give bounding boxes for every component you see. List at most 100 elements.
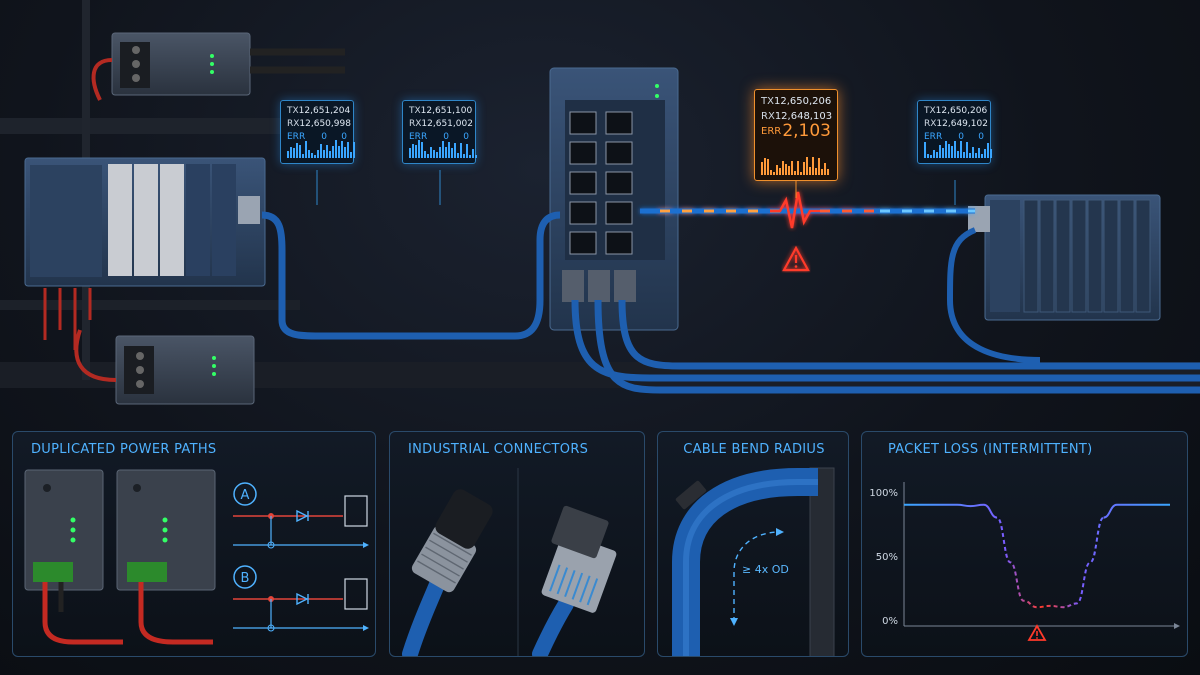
- sparkline-bar: [469, 155, 471, 158]
- sparkline-bar: [323, 150, 325, 158]
- sparkline-bar: [764, 158, 766, 175]
- sparkline-bar: [442, 141, 444, 158]
- sparkline-bar: [803, 162, 805, 175]
- sparkline-bar: [818, 158, 820, 175]
- tx-count: 12,650,206: [773, 96, 832, 107]
- sparkline-bar: [987, 143, 989, 158]
- sparkline-bar: [945, 141, 947, 158]
- sparkline-bar: [335, 140, 337, 158]
- cable-lower-loop: [261, 211, 561, 340]
- rx-label: RX: [287, 119, 300, 129]
- sparkline-bar: [821, 169, 823, 175]
- err-count-b: 0: [341, 132, 347, 142]
- trunk-cable-1: [571, 299, 1200, 382]
- rx-count: 12,651,002: [421, 119, 473, 129]
- tx-label: TX: [287, 106, 299, 116]
- traffic-sparkline: [409, 140, 477, 158]
- sparkline-bar: [806, 157, 808, 175]
- sparkline-bar: [293, 148, 295, 158]
- rx-label: RX: [924, 119, 937, 129]
- sparkline-bar: [782, 161, 784, 175]
- traffic-sparkline: [924, 140, 992, 158]
- cable-tie: [675, 480, 707, 510]
- sparkline-bar: [305, 141, 307, 158]
- sparkline-bar: [933, 150, 935, 158]
- sparkline-bar: [776, 165, 778, 175]
- chart-title: PACKET LOSS (INTERMITTENT): [888, 442, 1093, 457]
- sparkline-bar: [308, 150, 310, 158]
- rj45-plug-icon: [532, 505, 617, 656]
- diode-icon: [296, 509, 309, 523]
- sparkline-bar: [981, 154, 983, 158]
- sparkline-bar: [975, 153, 977, 158]
- sparkline-bar: [353, 142, 355, 158]
- io-rack-right: [968, 194, 1161, 321]
- sparkline-bar: [430, 147, 432, 158]
- sparkline-bar: [290, 147, 292, 158]
- sparkline-bar: [451, 148, 453, 158]
- trunk-cable-2: [594, 299, 1200, 394]
- sparkline-bar: [415, 145, 417, 158]
- sparkline-bar: [439, 147, 441, 158]
- sparkline-bar: [927, 154, 929, 158]
- bend-radius-guide: [733, 531, 781, 622]
- path-b-badge: [233, 565, 257, 589]
- sparkline-bar: [463, 154, 465, 158]
- warning-triangle-icon: [782, 245, 810, 272]
- sparkline-bar: [460, 143, 462, 158]
- sparkline-bar: [445, 147, 447, 158]
- trunk-cable-3: [618, 299, 1200, 370]
- power-paths-illustration: A B: [24, 469, 369, 645]
- sparkline-bar: [948, 144, 950, 158]
- tx-label: TX: [924, 106, 936, 116]
- packet-loss-series: [903, 503, 1170, 609]
- sparkline-bar: [302, 154, 304, 158]
- sparkline-bar: [936, 152, 938, 158]
- tx-label: TX: [761, 96, 774, 107]
- network-topology: [0, 0, 1200, 405]
- panel-industrial-connectors: INDUSTRIAL CONNECTORS: [389, 431, 645, 657]
- sparkline-bar: [767, 159, 769, 175]
- sparkline-bar: [824, 163, 826, 175]
- sparkline-bar: [791, 161, 793, 175]
- sparkline-bar: [475, 155, 477, 158]
- sparkline-bar: [317, 150, 319, 158]
- err-count-b: 0: [463, 132, 469, 142]
- sparkline-bar: [930, 155, 932, 158]
- sparkline-bar: [785, 164, 787, 175]
- sparkline-bar: [472, 149, 474, 158]
- sparkline-bar: [287, 151, 289, 158]
- sparkline-bar: [454, 143, 456, 158]
- warning-triangle-icon: [1027, 624, 1047, 641]
- connectors-illustration: [402, 468, 617, 656]
- m12-connector-icon: [402, 489, 493, 656]
- err-count-a: 0: [958, 132, 964, 142]
- sparkline-bar: [311, 153, 313, 158]
- panel-title: INDUSTRIAL CONNECTORS: [408, 442, 589, 457]
- sparkline-bar: [966, 142, 968, 158]
- sparkline-bar: [418, 140, 420, 158]
- sparkline-bar: [409, 148, 411, 158]
- sparkline-bar: [341, 141, 343, 158]
- sparkline-bar: [448, 142, 450, 158]
- sparkline-bar: [344, 147, 346, 158]
- sparkline-bar: [924, 142, 926, 158]
- err-label: ERR: [409, 132, 428, 142]
- panel-cable-bend-radius: CABLE BEND RADIUS ≥ 4x OD: [657, 431, 849, 657]
- tx-count: 12,650,206: [935, 106, 988, 116]
- diode-icon: [296, 592, 309, 606]
- sparkline-bar: [296, 143, 298, 158]
- sparkline-bar: [347, 142, 349, 158]
- cable-right-loop: [946, 227, 1041, 363]
- y-tick-label: 50%: [876, 552, 898, 563]
- panel-packet-loss-chart: PACKET LOSS (INTERMITTENT) 100%50%0%: [861, 431, 1188, 657]
- plc-rack-left: [24, 157, 266, 350]
- sparkline-bar: [960, 141, 962, 158]
- power-supply-top: [91, 32, 345, 101]
- err-count-a: 0: [321, 132, 327, 142]
- sparkline-bar: [797, 161, 799, 175]
- link-segment-fault: [640, 191, 975, 229]
- loss-dip-dashing: [995, 516, 1105, 609]
